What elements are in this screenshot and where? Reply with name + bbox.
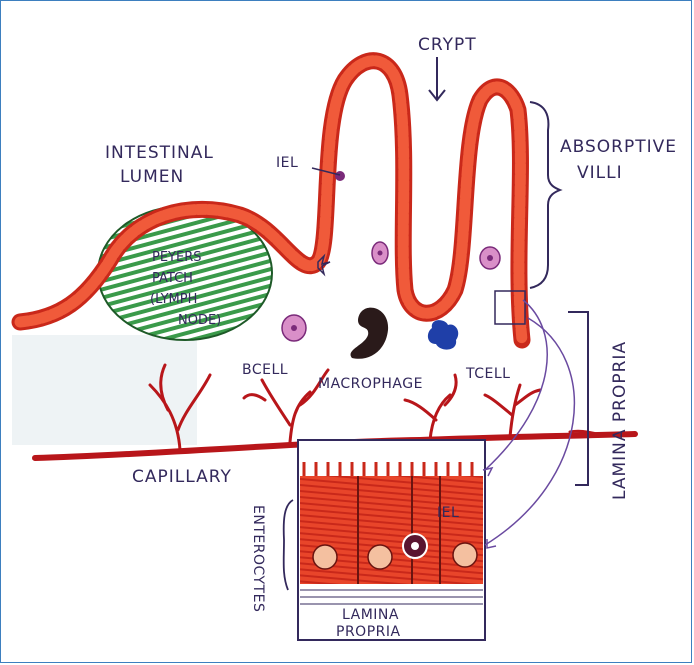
background-wash [12, 335, 197, 445]
zoom-line-2 [485, 318, 574, 545]
lamina-bracket [568, 312, 588, 485]
label-absorptive: ABSORPTIVE [560, 137, 677, 157]
label-bcell: BCELL [242, 362, 288, 378]
tcell-cell [428, 320, 458, 350]
label-crypt: CRYPT [418, 35, 477, 55]
label-intestinal: INTESTINAL [105, 143, 214, 163]
label-node: NODE) [178, 313, 221, 328]
label-capillary: CAPILLARY [132, 467, 232, 487]
label-iel-inset: IEL [437, 505, 459, 521]
label-lumen: LUMEN [120, 167, 184, 187]
epithelium-cells [20, 61, 522, 340]
crypt-arrow [429, 57, 445, 100]
label-lamina-propria-side: LAMINA PROPRIA [610, 341, 630, 500]
label-propria-inset: PROPRIA [336, 624, 401, 640]
label-peyers: PEYERS [152, 250, 202, 265]
villi-bracket [530, 102, 560, 288]
label-lymph: (LYMPH [150, 292, 197, 307]
brush-border [304, 462, 472, 476]
label-lamina-inset: LAMINA [342, 607, 399, 623]
label-macrophage: MACROPHAGE [318, 376, 423, 392]
label-enterocytes: ENTEROCYTES [250, 505, 266, 612]
macrophage-cell [351, 308, 389, 359]
label-patch: PATCH [152, 271, 193, 286]
enterocytes-bracket [284, 500, 293, 590]
label-tcell: TCELL [465, 366, 510, 382]
iel-cell [335, 171, 345, 181]
label-villi: VILLI [577, 163, 623, 183]
label-iel-top: IEL [276, 155, 298, 171]
